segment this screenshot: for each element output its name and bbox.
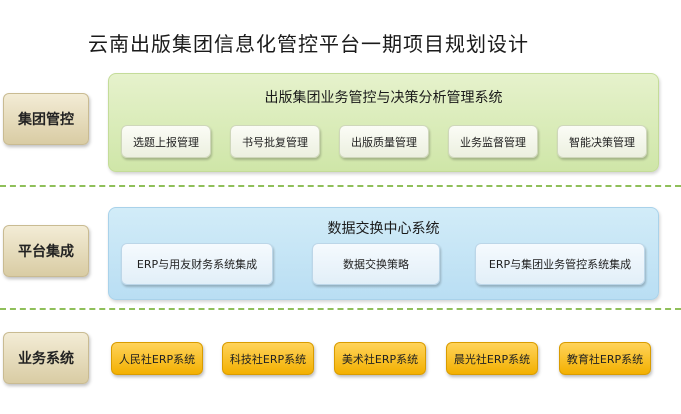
module-data-exchange-strategy: 数据交换策略 — [312, 243, 440, 285]
platform-integration-panel: 数据交换中心系统 ERP与用友财务系统集成 数据交换策略 ERP与集团业务管控系… — [108, 207, 659, 300]
diagram-title: 云南出版集团信息化管控平台一期项目规划设计 — [88, 32, 529, 56]
module-erp-finance-integration: ERP与用友财务系统集成 — [121, 243, 273, 285]
module-business-supervision: 业务监督管理 — [448, 125, 538, 158]
system-renmin-erp: 人民社ERP系统 — [111, 342, 203, 375]
divider-1 — [0, 185, 681, 187]
row-label-group-control: 集团管控 — [3, 93, 89, 145]
row-label-business-systems: 业务系统 — [3, 332, 89, 384]
system-keji-erp: 科技社ERP系统 — [222, 342, 314, 375]
module-isbn-approval: 书号批复管理 — [230, 125, 320, 158]
platform-integration-panel-title: 数据交换中心系统 — [327, 221, 440, 237]
module-publishing-quality: 出版质量管理 — [339, 125, 429, 158]
divider-2 — [0, 308, 681, 310]
system-jiaoyu-erp: 教育社ERP系统 — [559, 342, 651, 375]
row-label-platform-integration: 平台集成 — [3, 225, 89, 277]
group-control-panel-title: 出版集团业务管控与决策分析管理系统 — [264, 90, 503, 106]
system-meishu-erp: 美术社ERP系统 — [334, 342, 426, 375]
module-topic-report: 选题上报管理 — [121, 125, 211, 158]
module-intelligent-decision: 智能决策管理 — [557, 125, 647, 158]
group-control-panel: 出版集团业务管控与决策分析管理系统 选题上报管理 书号批复管理 出版质量管理 业… — [108, 73, 659, 172]
system-chenguang-erp: 晨光社ERP系统 — [446, 342, 538, 375]
module-erp-group-control-integration: ERP与集团业务管控系统集成 — [475, 243, 645, 285]
